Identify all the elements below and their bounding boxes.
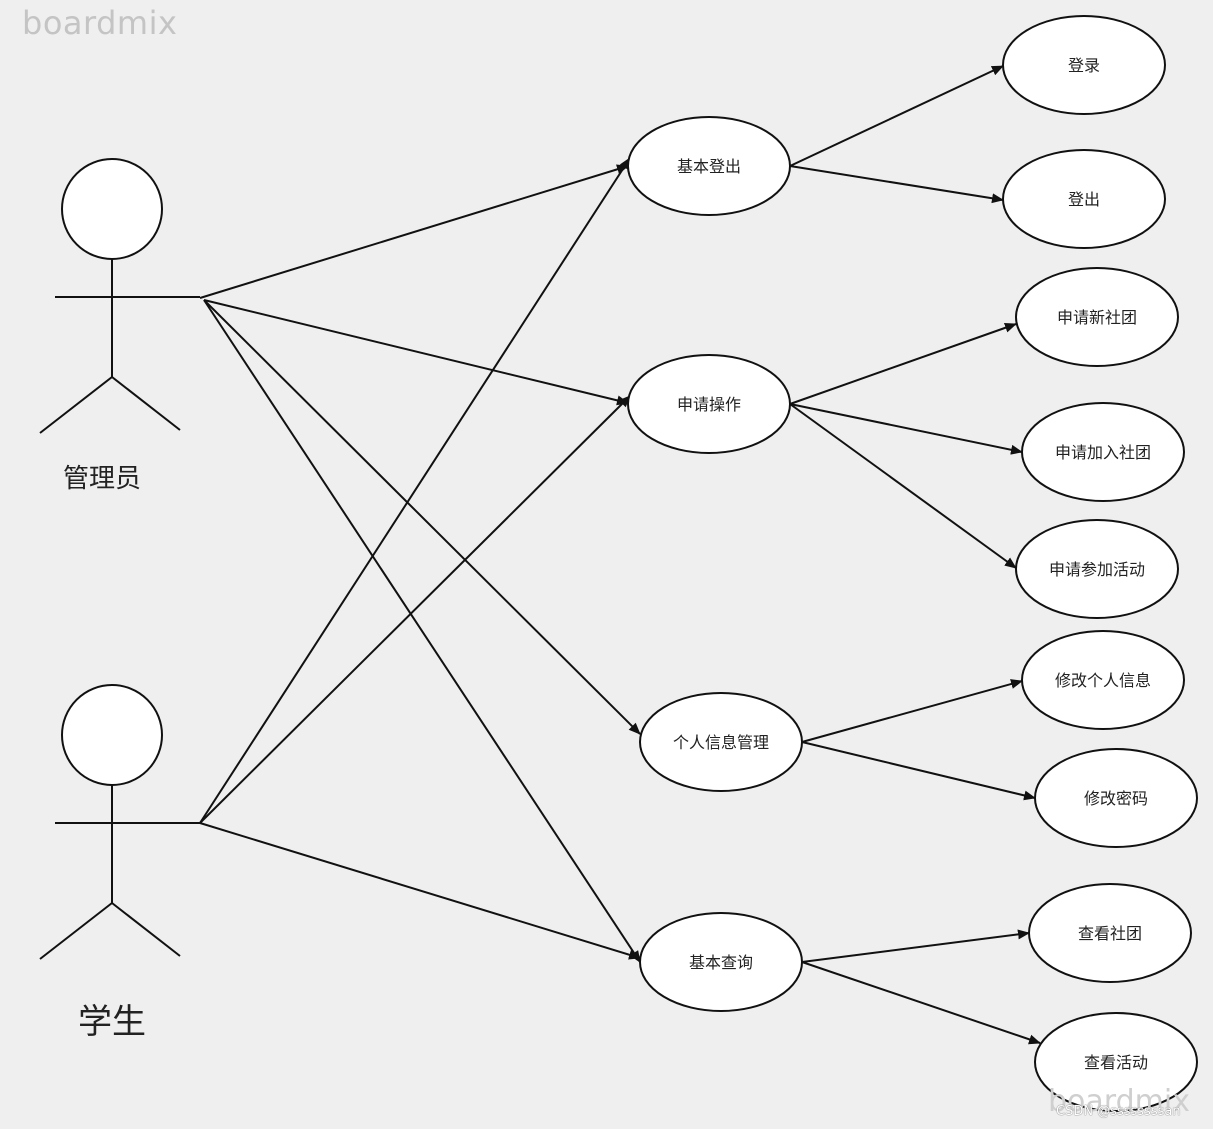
usecase-apply[interactable]: 申请操作 bbox=[627, 354, 791, 454]
usecase-apply-join-club-label: 申请加入社团 bbox=[1055, 443, 1151, 462]
usecase-query[interactable]: 基本查询 bbox=[639, 912, 803, 1012]
usecase-logout[interactable]: 登出 bbox=[1002, 149, 1166, 249]
usecase-query-label: 基本查询 bbox=[689, 953, 753, 972]
edge-student-login-logout bbox=[199, 157, 631, 824]
usecase-view-club-label: 查看社团 bbox=[1078, 924, 1142, 943]
edge-admin-apply bbox=[203, 299, 629, 406]
actor-admin-label: 管理员 bbox=[63, 464, 142, 494]
actor-admin-right-leg bbox=[111, 376, 181, 431]
actor-student-left-leg bbox=[39, 902, 113, 960]
usecase-apply-new-club[interactable]: 申请新社团 bbox=[1015, 267, 1179, 367]
actor-student-right-leg bbox=[111, 902, 181, 957]
usecase-login[interactable]: 登录 bbox=[1002, 15, 1166, 115]
usecase-login-logout[interactable]: 基本登出 bbox=[627, 116, 791, 216]
edge-admin-personal-info bbox=[203, 299, 641, 735]
usecase-edit-password[interactable]: 修改密码 bbox=[1034, 748, 1198, 848]
csdn-credit: CSDN @ssssssssan bbox=[1056, 1104, 1181, 1119]
usecase-view-club[interactable]: 查看社团 bbox=[1028, 883, 1192, 983]
usecase-login-label: 登录 bbox=[1068, 56, 1100, 75]
actor-student-label: 学生 bbox=[78, 1002, 146, 1042]
usecase-personal-info[interactable]: 个人信息管理 bbox=[639, 692, 803, 792]
edge-admin-query bbox=[203, 299, 641, 963]
usecase-edit-info[interactable]: 修改个人信息 bbox=[1021, 630, 1185, 730]
edge-to-apply-new-club bbox=[789, 322, 1017, 405]
actor-admin-head bbox=[61, 158, 163, 260]
actor-admin-left-leg bbox=[39, 376, 113, 434]
usecase-login-logout-label: 基本登出 bbox=[677, 157, 741, 176]
watermark-top: boardmix bbox=[22, 4, 178, 42]
usecase-edit-password-label: 修改密码 bbox=[1084, 789, 1148, 808]
actor-admin[interactable] bbox=[39, 158, 200, 434]
usecase-apply-label: 申请操作 bbox=[677, 395, 741, 414]
usecase-logout-label: 登出 bbox=[1068, 190, 1100, 209]
edge-to-login bbox=[789, 65, 1004, 167]
edge-to-apply-join-club bbox=[789, 403, 1023, 455]
edge-student-query bbox=[199, 822, 641, 960]
usecase-view-activity-label: 查看活动 bbox=[1084, 1053, 1148, 1072]
actor-student[interactable] bbox=[39, 684, 200, 960]
edge-to-edit-password bbox=[801, 741, 1036, 801]
usecase-apply-join-club[interactable]: 申请加入社团 bbox=[1021, 402, 1185, 502]
usecase-edit-info-label: 修改个人信息 bbox=[1055, 671, 1151, 690]
watermark-bottom: boardmix bbox=[1048, 1084, 1190, 1119]
edge-to-edit-info bbox=[801, 679, 1023, 743]
actor-student-head bbox=[61, 684, 163, 786]
edge-to-apply-activity bbox=[789, 403, 1017, 569]
usecase-view-activity[interactable]: 查看活动 bbox=[1034, 1012, 1198, 1112]
usecase-apply-activity[interactable]: 申请参加活动 bbox=[1015, 519, 1179, 619]
edge-to-logout bbox=[789, 165, 1004, 204]
edge-admin-login-logout bbox=[199, 164, 629, 299]
edge-to-view-club bbox=[801, 929, 1030, 963]
usecase-apply-new-club-label: 申请新社团 bbox=[1057, 308, 1137, 327]
usecase-apply-activity-label: 申请参加活动 bbox=[1049, 560, 1145, 579]
usecase-personal-info-label: 个人信息管理 bbox=[673, 733, 769, 752]
edge-student-apply bbox=[199, 395, 631, 824]
edge-to-view-activity bbox=[801, 961, 1041, 1045]
